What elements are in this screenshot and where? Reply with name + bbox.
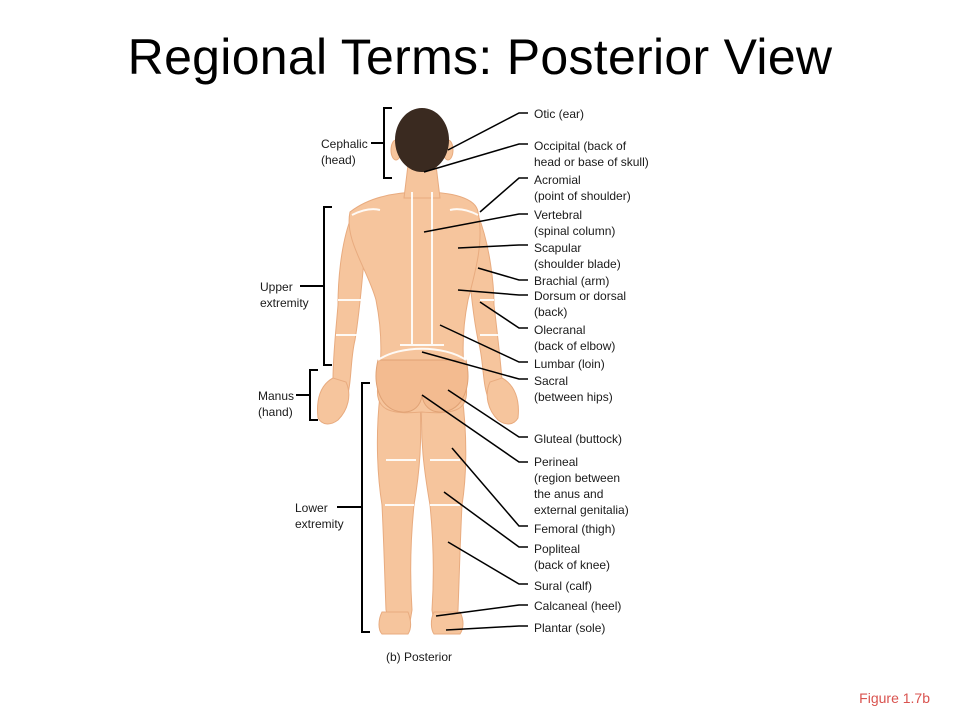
label-sural: Sural (calf)	[534, 579, 593, 593]
label-gluteal: Gluteal (buttock)	[534, 432, 623, 446]
brackets	[296, 107, 392, 633]
label-dorsum: Dorsum or dorsal (back)	[534, 289, 627, 319]
label-sacral: Sacral (between hips)	[534, 374, 613, 404]
right-leg	[420, 394, 467, 623]
label-vertebral: Vertebral (spinal column)	[534, 208, 616, 238]
figure-reference: Figure 1.7b	[859, 690, 930, 706]
cephalic-bracket	[383, 107, 392, 179]
label-otic: Otic (ear)	[534, 107, 585, 121]
bracket-ticks	[296, 142, 384, 508]
label-plantar: Plantar (sole)	[534, 621, 606, 635]
label-manus: Manus (hand)	[258, 389, 295, 419]
left-leg	[376, 394, 422, 623]
diagram-caption: (b) Posterior	[386, 650, 453, 664]
label-popliteal: Popliteal (back of knee)	[534, 542, 611, 572]
label-calcaneal: Calcaneal (heel)	[534, 599, 622, 613]
slide-title: Regional Terms: Posterior View	[127, 29, 833, 85]
label-scapular: Scapular (shoulder blade)	[534, 241, 621, 271]
body-figure	[317, 108, 519, 635]
label-femoral: Femoral (thigh)	[534, 522, 616, 536]
label-lower-extremity: Lower extremity	[295, 501, 344, 531]
head-hair	[395, 108, 449, 172]
upper-extremity-bracket	[323, 206, 332, 366]
region-outlines	[336, 192, 500, 506]
right-hand	[486, 377, 519, 425]
label-acromial: Acromial (point of shoulder)	[534, 173, 631, 203]
left-hand	[317, 377, 350, 425]
right-foot	[430, 611, 464, 635]
label-olecranal: Olecranal (back of elbow)	[534, 323, 616, 353]
manus-bracket	[309, 369, 318, 421]
label-lumbar: Lumbar (loin)	[534, 357, 605, 371]
left-foot	[378, 611, 412, 635]
label-occipital: Occipital (back of head or base of skull…	[534, 139, 649, 169]
label-perineal: Perineal (region between the anus and ex…	[534, 455, 629, 517]
label-upper-extremity: Upper extremity	[260, 280, 309, 310]
leader-lines	[421, 112, 528, 631]
lower-extremity-bracket	[361, 382, 370, 633]
label-cephalic: Cephalic (head)	[321, 137, 368, 167]
label-brachial: Brachial (arm)	[534, 274, 610, 288]
